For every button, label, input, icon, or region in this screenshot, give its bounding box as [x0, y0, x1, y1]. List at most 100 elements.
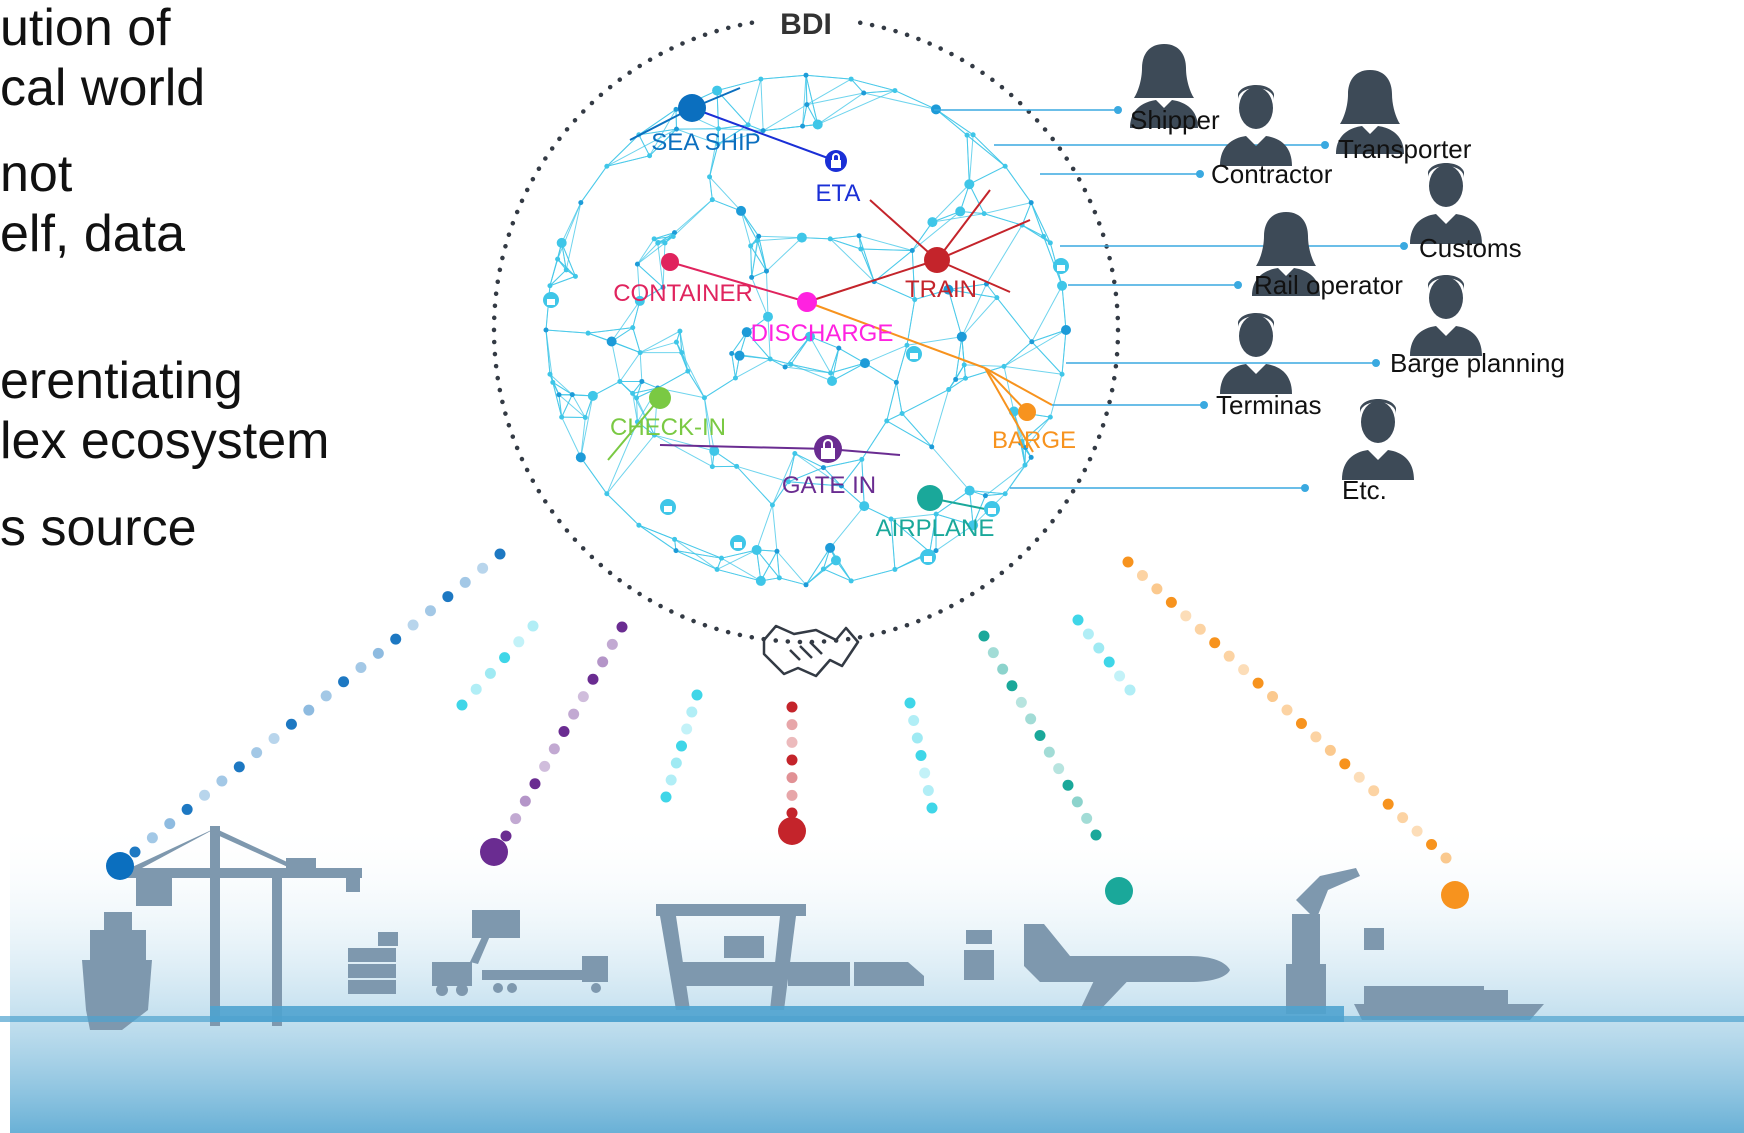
trail-dot: [1411, 825, 1423, 837]
trail-dot: [786, 701, 798, 713]
mesh-edge: [809, 336, 839, 349]
mesh-edge: [968, 134, 974, 185]
stakeholder-contractor: Contractor: [1211, 159, 1333, 189]
stakeholder-customs: Customs: [1419, 233, 1522, 263]
mesh-node: [899, 411, 905, 417]
mesh-edge: [805, 75, 819, 125]
mesh-edge: [851, 78, 896, 92]
mesh-edge: [863, 90, 895, 94]
mesh-edge: [750, 245, 767, 272]
mesh-node: [827, 375, 838, 386]
mesh-edge: [788, 481, 842, 487]
mesh-edge: [721, 549, 757, 559]
mesh-node: [563, 267, 569, 273]
trail-dot: [1122, 556, 1134, 568]
mesh-node: [1028, 200, 1034, 206]
mesh-edge: [657, 236, 674, 244]
trail-dot: [494, 548, 506, 560]
reach-stacker-icon: [432, 910, 520, 996]
mesh-edge: [1030, 202, 1045, 237]
trail-dot: [1339, 758, 1351, 770]
mesh-node: [1047, 414, 1053, 420]
trail-dot: [1440, 852, 1452, 864]
mesh-edge: [717, 130, 764, 145]
mesh-node: [884, 418, 890, 424]
trail-dot: [519, 795, 531, 807]
mesh-node: [803, 72, 809, 78]
mesh-edge: [948, 283, 987, 291]
mesh-node: [754, 238, 760, 244]
trail-dot: [372, 647, 384, 659]
trail-dot: [1180, 610, 1192, 622]
mesh-edge: [676, 128, 719, 145]
mesh-edge: [606, 493, 640, 526]
mesh-edge: [718, 128, 764, 132]
stakeholder-connector-dots: [1114, 106, 1408, 492]
mesh-edge: [638, 134, 651, 156]
mesh-edge: [969, 165, 1006, 185]
mesh-edge: [654, 235, 674, 240]
trail-dot: [1151, 583, 1163, 595]
trail-dot: [568, 708, 580, 720]
bdi-title: BDI: [780, 8, 832, 41]
mesh-edge: [638, 128, 677, 136]
truck-trailer-icon: [482, 956, 608, 993]
mesh-edge: [1031, 341, 1063, 375]
mesh-edge: [823, 467, 842, 487]
mesh-edge: [966, 134, 1006, 167]
mesh-edge: [894, 90, 937, 110]
mesh-node: [556, 392, 562, 398]
mesh-edge: [649, 109, 677, 157]
mesh-edge: [606, 128, 677, 167]
mesh-node: [763, 268, 769, 274]
mesh-node: [762, 311, 773, 322]
trail-dot: [1136, 569, 1148, 581]
trail-dot: [1223, 650, 1235, 662]
mesh-node: [776, 575, 782, 581]
mesh-edge: [985, 493, 1006, 497]
mesh-edge: [756, 549, 780, 579]
mesh-edge: [681, 352, 705, 398]
mesh-node: [673, 106, 679, 112]
mesh-edge: [972, 134, 1006, 167]
mesh-node: [836, 345, 842, 351]
mesh-edge: [632, 387, 658, 394]
trail-dot: [527, 620, 539, 632]
colored-link: [984, 367, 1028, 413]
mesh-edge: [747, 78, 762, 125]
mesh-node: [1029, 339, 1035, 345]
mesh-node: [1047, 240, 1053, 246]
mesh-edge: [606, 155, 650, 167]
mesh-node: [1022, 462, 1028, 468]
mesh-edge: [771, 453, 796, 506]
mesh-edge: [969, 490, 1006, 495]
mesh-node: [1019, 438, 1025, 444]
mesh-node: [630, 325, 636, 331]
mesh-edge: [864, 362, 897, 383]
mesh-node: [1061, 325, 1071, 335]
mesh-node: [751, 544, 762, 555]
trail-dot: [686, 706, 698, 718]
mesh-node: [964, 132, 970, 138]
mesh-edge: [771, 504, 778, 552]
mesh-node: [709, 446, 720, 457]
mesh-node: [718, 555, 724, 561]
mesh-edge: [672, 199, 713, 237]
container-ship-icon: [82, 912, 152, 1030]
colored-link: [936, 189, 991, 261]
mesh-node: [848, 76, 854, 82]
lock-icon-body: [547, 299, 555, 305]
mesh-node: [956, 331, 967, 342]
mesh-node: [701, 395, 707, 401]
mesh-edge: [552, 382, 563, 418]
mesh-edge: [779, 577, 807, 586]
mesh-node: [929, 444, 935, 450]
mesh-edge: [736, 465, 789, 483]
mesh-edge: [873, 281, 915, 301]
mesh-node: [1023, 445, 1029, 451]
mesh-edge: [654, 232, 675, 240]
mesh-edge: [606, 134, 640, 167]
mesh-node: [828, 370, 834, 376]
mesh-edge: [675, 109, 678, 130]
mesh-edge: [886, 413, 903, 422]
